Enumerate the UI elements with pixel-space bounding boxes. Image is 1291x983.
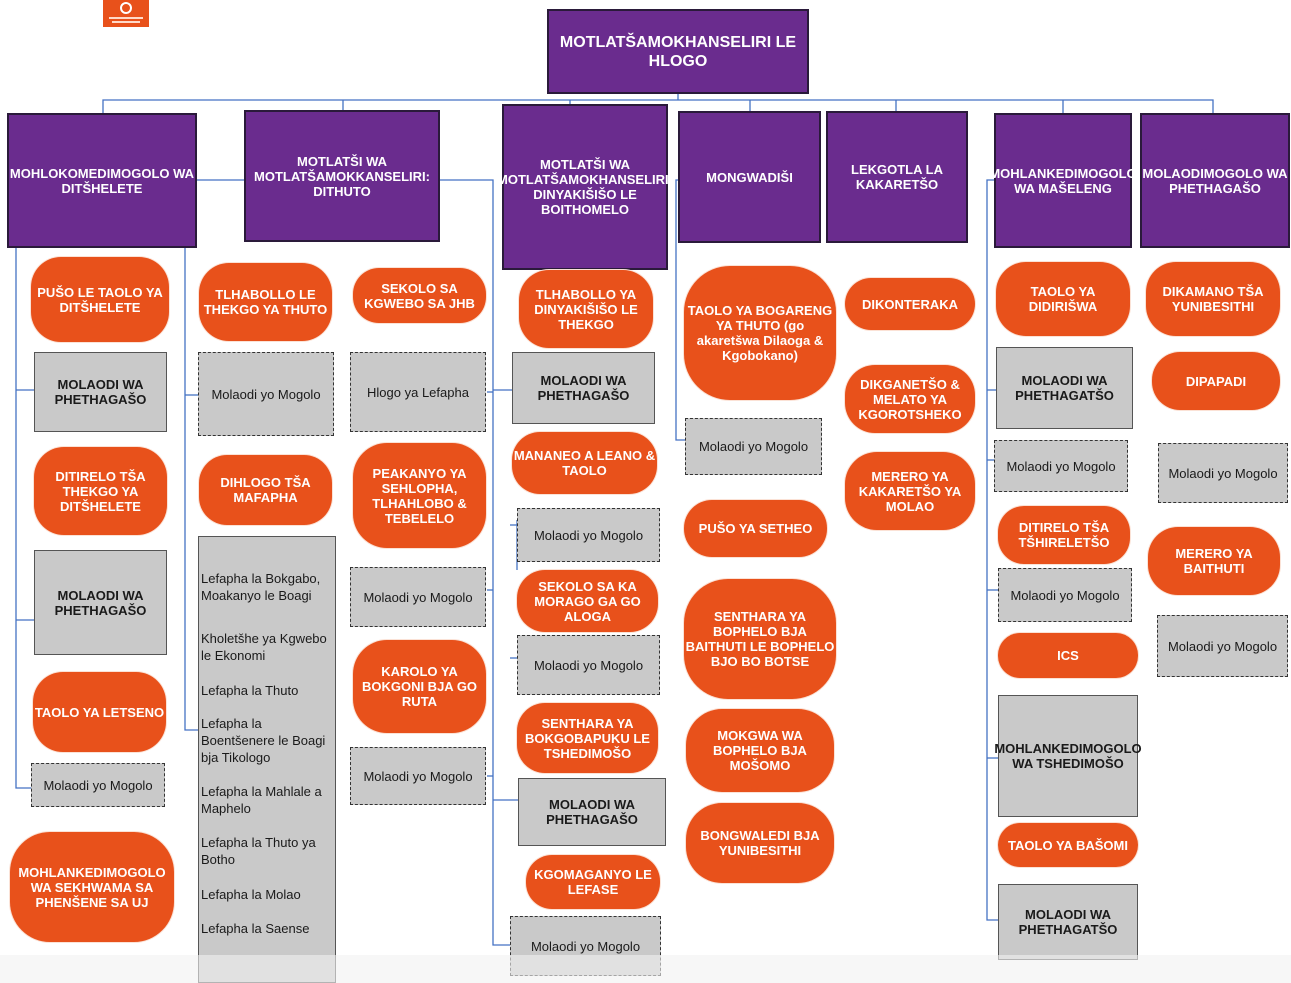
c1-g1: MOLAODI WA PHETHAGAŠO (34, 352, 167, 432)
faculty-list-box: Lefapha la Bokgabo, Moakanyo le Boagi Kh… (198, 536, 336, 983)
c2-head: MOTLATŠI WA MOTLATŠAMOKKANSELIRI: DITHUT… (244, 110, 440, 242)
c3-head: MOTLATŠI WA MOTLATŠAMOKHANSELIRI: DINYAK… (497, 104, 673, 270)
c4-o1: TAOLO YA BOGARENG YA THUTO (go akaretšwa… (684, 266, 836, 400)
c2-d4: Molaodi yo Mogolo (350, 747, 486, 805)
faculty-item: Lefapha la Saense (201, 921, 310, 936)
c5-o3: MERERO YA KAKARETŠO YA MOLAO (845, 452, 975, 530)
faculty-item: Lefapha la Bokgabo, Moakanyo le Boagi (201, 571, 321, 603)
c1-g2: MOLAODI WA PHETHAGAŠO (34, 550, 167, 655)
faculty-item: Lefapha la Thuto ya Botho (201, 835, 316, 867)
c6-head: MOHLANKEDIMOGOLO WA MAŠELENG (989, 113, 1137, 248)
c6-d1: Molaodi yo Mogolo (994, 440, 1128, 492)
c2-o1: TLHABOLLO LE THEKGO YA THUTO (199, 263, 332, 341)
c1-o1: PUŠO LE TAOLO YA DITŠHELETE (31, 257, 169, 342)
c3-g1: MOLAODI WA PHETHAGAŠO (512, 352, 655, 424)
c3-g2: MOLAODI WA PHETHAGAŠO (518, 778, 666, 846)
c7-o1: DIKAMANO TŠA YUNIBESITHI (1146, 262, 1280, 336)
c6-g2: MOHLANKEDIMOGOLO WA TSHEDIMOŠO (994, 695, 1142, 817)
c3-d2: Molaodi yo Mogolo (517, 635, 660, 695)
c1-o2: DITIRELO TŠA THEKGO YA DITŠHELETE (34, 447, 167, 535)
university-logo (103, 0, 149, 27)
c4-head: MONGWADIŠI (678, 111, 821, 243)
c1-o4: MOHLANKEDIMOGOLO WA SEKHWAMA SA PHENŠENE… (10, 832, 174, 942)
c3-o3: SEKOLO SA KA MORAGO GA GO ALOGA (517, 570, 658, 632)
faculty-item: Lefapha la Boentšenere le Boagi bja Tiko… (201, 716, 326, 765)
c3-o1: TLHABOLLO YA DINYAKIŠIŠO LE THEKGO (519, 270, 653, 348)
c6-o1: TAOLO YA DIDIRIŠWA (996, 262, 1130, 336)
c3-o5: KGOMAGANYO LE LEFASE (526, 855, 660, 909)
c4-o5: BONGWALEDI BJA YUNIBESITHI (686, 803, 834, 883)
faculty-item: Kholetšhe ya Kgwebo le Ekonomi (201, 631, 327, 663)
c7-d2: Molaodi yo Mogolo (1157, 615, 1288, 677)
c7-o2: DIPAPADI (1152, 352, 1280, 410)
root-box: MOTLATŠAMOKHANSELIRI LE HLOGO (547, 9, 809, 94)
c7-o3: MERERO YA BAITHUTI (1148, 527, 1280, 595)
bottom-band (0, 955, 1291, 983)
c3-o4: SENTHARA YA BOKGOBAPUKU LE TSHEDIMOŠO (517, 703, 658, 773)
c4-d1: Molaodi yo Mogolo (685, 418, 822, 475)
c5-o1: DIKONTERAKA (845, 278, 975, 330)
c6-g3: MOLAODI WA PHETHAGATŠO (998, 884, 1138, 960)
c7-head: MOLAODIMOGOLO WA PHETHAGAŠO (1140, 113, 1290, 248)
c4-o3: SENTHARA YA BOPHELO BJA BAITHUTI LE BOPH… (684, 579, 836, 699)
faculty-item: Lefapha la Thuto (201, 683, 299, 698)
c2-d3: Molaodi yo Mogolo (350, 567, 486, 627)
c6-d2: Molaodi yo Mogolo (998, 568, 1132, 622)
faculty-item: Lefapha la Molao (201, 887, 301, 902)
c2-o4: PEAKANYO YA SEHLOPHA, TLHAHLOBO & TEBELE… (353, 443, 486, 548)
c1-head: MOHLOKOMEDIMOGOLO WA DITŠHELETE (7, 113, 197, 248)
c2-o3: SEKOLO SA KGWEBO SA JHB (353, 268, 486, 323)
c2-d2: Hlogo ya Lefapha (350, 352, 486, 432)
c5-o2: DIKGANETŠO & MELATO YA KGOROTSHEKO (845, 365, 975, 433)
c3-o2: MANANEO A LEANO & TAOLO (512, 432, 657, 494)
c1-o3: TAOLO YA LETSENO (33, 672, 166, 752)
c4-o2: PUŠO YA SETHEO (684, 500, 827, 557)
c2-o2: DIHLOGO TŠA MAFAPHA (199, 455, 332, 525)
c6-o2: DITIRELO TŠA TŠHIRELETŠO (998, 506, 1130, 564)
c3-d1: Molaodi yo Mogolo (517, 508, 660, 562)
c1-d1: Molaodi yo Mogolo (31, 763, 165, 807)
c6-o4: TAOLO YA BAŠOMI (998, 823, 1138, 867)
c7-d1: Molaodi yo Mogolo (1158, 443, 1288, 503)
c4-o4: MOKGWA WA BOPHELO BJA MOŠOMO (686, 709, 834, 792)
c6-o3: ICS (998, 633, 1138, 678)
c5-head: LEKGOTLA LA KAKARETŠO (826, 111, 968, 243)
c2-d1: Molaodi yo Mogolo (198, 352, 334, 436)
c6-g1: MOLAODI WA PHETHAGATŠO (996, 347, 1133, 429)
faculty-item: Lefapha la Mahlale a Maphelo (201, 784, 322, 816)
c2-o5: KAROLO YA BOKGONI BJA GO RUTA (353, 640, 486, 733)
